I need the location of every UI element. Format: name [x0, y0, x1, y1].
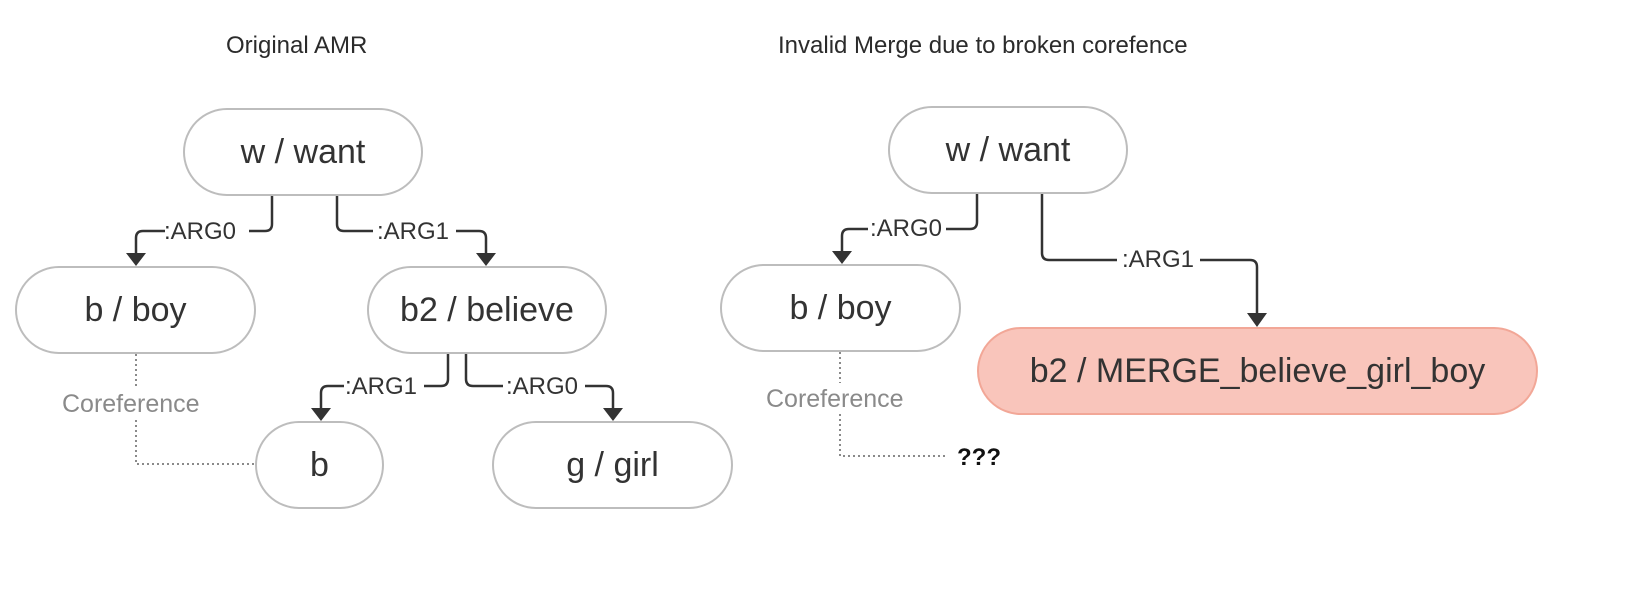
edge-believe-b-arrow [319, 384, 344, 408]
arrow-head-merged-boy [832, 251, 852, 264]
edge-want-boy [249, 196, 274, 233]
arrow-head-girl [603, 408, 623, 421]
edge-label-believe-girl: :ARG0 [506, 373, 578, 400]
edge-label-merged-want-boy: :ARG0 [870, 215, 942, 242]
edge-label-believe-b: :ARG1 [345, 373, 417, 400]
coref-line-right [839, 352, 946, 457]
edge-want-believe-arrow [456, 229, 488, 253]
invalid-merge-title: Invalid Merge due to broken corefence [778, 32, 1188, 59]
node-want-label: w / want [240, 132, 366, 171]
edge-believe-girl-arrow [585, 384, 615, 408]
node-merged-want: w / want [888, 106, 1128, 194]
node-b-reference-label: b [310, 445, 329, 484]
arrow-head-boy [126, 253, 146, 266]
edge-merged-want-boy [946, 194, 979, 231]
arrow-head-believe [476, 253, 496, 266]
original-amr-title: Original AMR [226, 32, 368, 59]
node-girl: g / girl [492, 421, 733, 509]
coref-line-left [135, 354, 255, 465]
edge-want-believe [335, 196, 373, 233]
arrow-head-merge [1247, 313, 1267, 327]
edge-merged-want-merge-arrow [1200, 258, 1259, 313]
edge-label-want-believe: :ARG1 [377, 218, 449, 245]
node-merged-boy: b / boy [720, 264, 961, 352]
edge-label-want-boy: :ARG0 [164, 218, 236, 245]
unknown-target-label: ??? [957, 444, 1001, 471]
edge-merged-want-merge [1040, 194, 1117, 262]
edge-believe-b [424, 354, 450, 388]
node-boy: b / boy [15, 266, 256, 354]
edge-want-boy-arrow [134, 229, 165, 253]
edge-label-merged-want-merge: :ARG1 [1122, 246, 1194, 273]
node-merged-boy-label: b / boy [789, 288, 892, 327]
arrow-head-b [311, 408, 331, 421]
node-want: w / want [183, 108, 423, 196]
node-believe-label: b2 / believe [400, 290, 574, 329]
coreference-label-left: Coreference [62, 390, 200, 418]
coreference-label-right: Coreference [766, 385, 904, 413]
edge-merged-want-boy-arrow [840, 227, 868, 251]
node-merge-label: b2 / MERGE_believe_girl_boy [1029, 351, 1486, 390]
node-girl-label: g / girl [566, 445, 659, 484]
edge-believe-girl [464, 354, 503, 388]
node-b-reference: b [255, 421, 384, 509]
node-merged-want-label: w / want [945, 130, 1071, 169]
node-believe: b2 / believe [367, 266, 607, 354]
node-merge-believe-girl-boy: b2 / MERGE_believe_girl_boy [977, 327, 1538, 415]
node-boy-label: b / boy [84, 290, 187, 329]
